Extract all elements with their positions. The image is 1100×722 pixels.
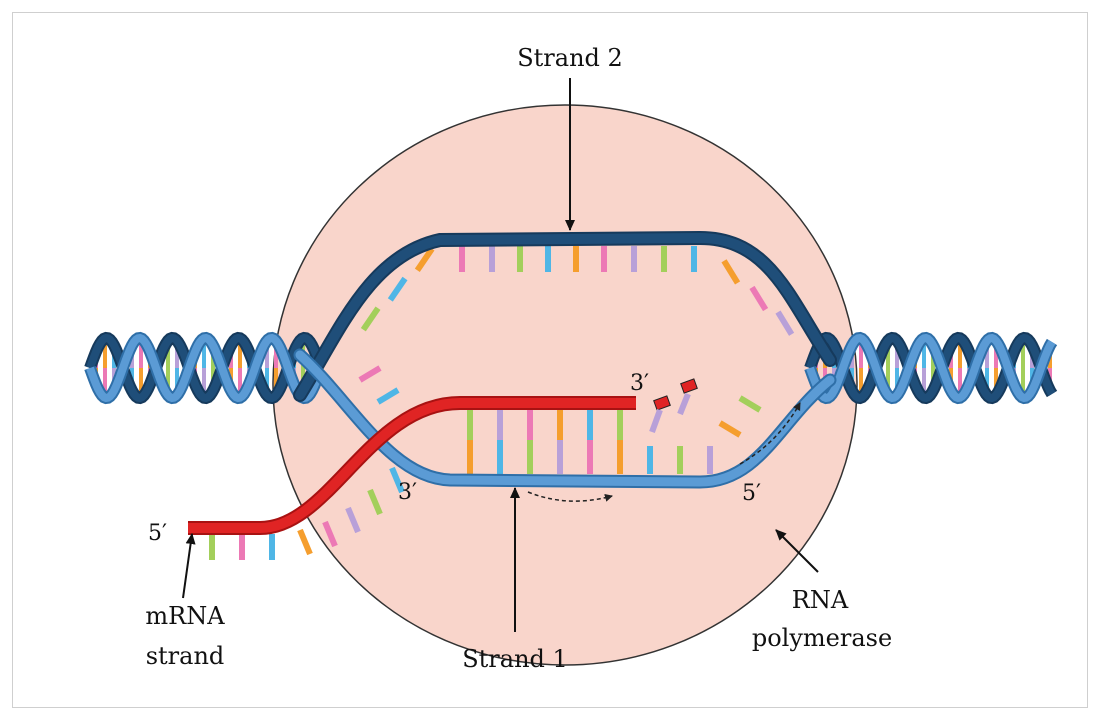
direction-arrow-strand1 (527, 491, 613, 502)
mrna-five-prime: 5′ (148, 521, 167, 546)
helix-backbone-light (806, 333, 1056, 403)
strand1-base (376, 387, 400, 405)
strand1-base (718, 420, 742, 438)
strand2-base (387, 276, 408, 302)
mrna-three-prime: 3′ (630, 371, 649, 396)
mrna-bases (209, 410, 623, 560)
strand2-base (749, 285, 769, 312)
mrna-base (367, 488, 383, 516)
helix-backbone-dark (806, 333, 1056, 403)
strand1-base (738, 395, 762, 413)
rnap-label-line2: polymerase (752, 624, 892, 652)
strand1-three-prime: 3′ (398, 480, 417, 505)
mrna-pointer (182, 533, 196, 599)
direction-arrow-right (739, 402, 801, 465)
strand2-base (360, 306, 381, 332)
mrna-base (389, 466, 405, 494)
mrna-label-line1: mRNA (145, 602, 225, 630)
mrna-base (322, 520, 338, 548)
strand1-label: Strand 1 (462, 645, 568, 673)
mrna-base (345, 506, 361, 534)
dna-helix-left (84, 331, 324, 405)
strand2-bases (360, 246, 795, 336)
strand1-five-prime: 5′ (742, 481, 761, 506)
free-nucleotide-2 (677, 378, 698, 416)
dna-helix-right (804, 331, 1058, 405)
helix-backbone-dark (86, 333, 322, 403)
free-nucleotide-1 (649, 395, 671, 434)
mrna-base (297, 528, 313, 556)
strand1-base (358, 365, 382, 383)
helix-backbone-light (86, 333, 322, 403)
mrna-label-line2: strand (146, 642, 225, 670)
rnap-pointer (775, 529, 819, 573)
strand2-base (775, 310, 795, 336)
rna-polymerase-body (272, 104, 858, 666)
strand2-base (721, 259, 741, 285)
strand2-label: Strand 2 (517, 44, 623, 72)
strand2-base (414, 247, 435, 272)
rnap-label-line1: RNA (792, 586, 849, 614)
